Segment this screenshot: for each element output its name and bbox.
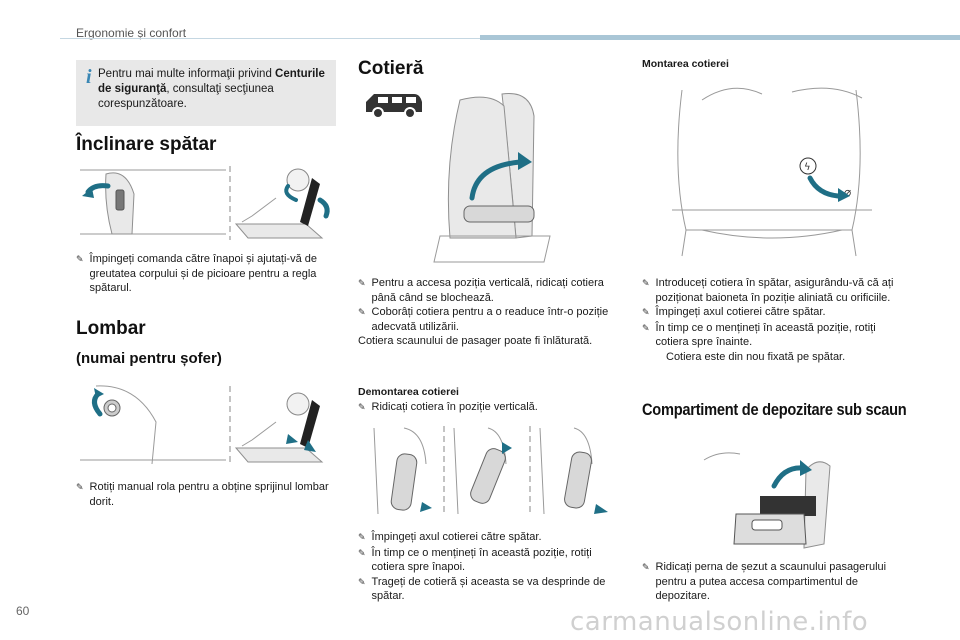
armrest-instructions: ✎Pentru a accesa poziția verticală, ridi… xyxy=(358,276,620,349)
bullet-icon: ✎ xyxy=(358,308,366,318)
list-item: ✎Introduceți cotiera în spătar, asigurân… xyxy=(642,277,894,304)
list-item: ✎Trageți de cotieră și aceasta se va des… xyxy=(358,575,606,603)
armrest-removal-illustration xyxy=(373,426,608,516)
header-divider xyxy=(60,38,480,39)
list-item: ✎Coborâți cotiera pentru a o readuce înt… xyxy=(358,306,609,333)
bullet-icon: ✎ xyxy=(642,563,650,573)
list-item: ✎Pentru a accesa poziția verticală, ridi… xyxy=(358,277,604,304)
armrest-raise-illustration xyxy=(433,92,551,263)
underseat-storage-illustration xyxy=(703,452,831,549)
mount-title: Montarea cotierei xyxy=(642,58,729,70)
list-item: ✎Rotiți manual rola pentru a obține spri… xyxy=(76,481,329,508)
info-box xyxy=(76,60,336,126)
bullet-icon: ✎ xyxy=(642,323,650,334)
mount-instructions: ✎Introduceți cotiera în spătar, asigurân… xyxy=(642,276,902,364)
list-item: ✎Împingeți comanda către înapoi și ajuta… xyxy=(76,253,318,294)
bullet-icon: ✎ xyxy=(76,255,84,265)
seatbelt-link-text: Centurile de siguranţă xyxy=(98,68,325,95)
info-icon: i xyxy=(86,66,92,88)
list-item: ✎Împingeți axul cotierei către spătar. xyxy=(358,530,620,546)
lumbar-subtitle: (numai pentru șofer) xyxy=(76,350,222,367)
mount-note: Cotiera este din nou fixată pe spătar. xyxy=(666,350,846,363)
svg-text:⌀: ⌀ xyxy=(844,185,851,199)
list-item: ✎Ridicați cotiera în poziție verticală. xyxy=(358,400,620,416)
bullet-icon: ✎ xyxy=(642,308,650,318)
watermark: carmanualsonline.info xyxy=(570,607,869,637)
bullet-icon: ✎ xyxy=(358,403,366,413)
tilt-instructions: ✎Împingeți comanda către înapoi și ajuta… xyxy=(76,252,338,296)
armrest-note: Cotiera scaunului de pasager poate fi în… xyxy=(358,335,593,347)
bullet-icon: ✎ xyxy=(358,548,366,559)
armrest-mount-illustration: ϟ ⌀ xyxy=(672,87,872,257)
bullet-icon: ✎ xyxy=(358,533,366,543)
van-icon xyxy=(366,94,422,119)
backrest-tilt-illustration xyxy=(80,166,330,240)
section-header: Ergonomie și confort xyxy=(76,26,187,40)
removal-title: Demontarea cotierei xyxy=(358,386,459,398)
bullet-icon: ✎ xyxy=(642,279,650,289)
list-item: ✎Ridicați perna de șezut a scaunului pas… xyxy=(642,561,887,602)
bullet-icon: ✎ xyxy=(358,279,366,289)
svg-text:ϟ: ϟ xyxy=(804,162,811,173)
header-accent-bar xyxy=(480,35,960,40)
armrest-title: Cotieră xyxy=(358,58,424,79)
tilt-title: Înclinare spătar xyxy=(76,134,217,155)
lumbar-instructions: ✎Rotiți manual rola pentru a obține spri… xyxy=(76,480,338,509)
bullet-icon: ✎ xyxy=(76,483,84,493)
list-item: ✎Împingeți axul cotierei către spătar. xyxy=(642,305,902,321)
bullet-icon: ✎ xyxy=(358,577,366,588)
removal-first-step: ✎Ridicați cotiera în poziție verticală. xyxy=(358,400,620,416)
storage-instructions: ✎Ridicați perna de șezut a scaunului pas… xyxy=(642,560,902,604)
storage-title: Compartiment de depozitare sub scaun xyxy=(642,400,907,419)
list-item: ✎În timp ce o mențineți în această poziț… xyxy=(358,546,592,574)
page-number: 60 xyxy=(16,604,30,618)
lumbar-illustration xyxy=(80,385,324,466)
lumbar-title: Lombar xyxy=(76,318,146,339)
info-text: Pentru mai multe informaţii privind Cent… xyxy=(98,68,325,110)
list-item: ✎În timp ce o mențineți în această poziț… xyxy=(642,321,876,349)
removal-instructions: ✎Împingeți axul cotierei către spătar. ✎… xyxy=(358,530,620,604)
